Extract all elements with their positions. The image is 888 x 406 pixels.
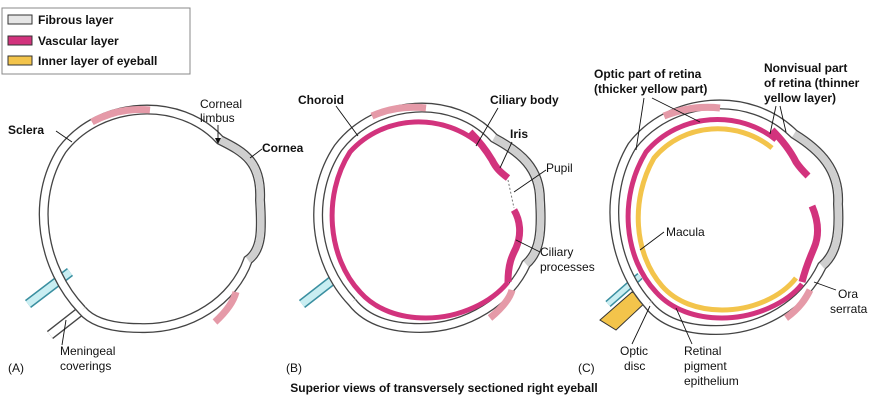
label-ora-2: serrata (830, 302, 868, 316)
label-macula: Macula (666, 225, 705, 239)
optic-retina-c (635, 126, 798, 313)
label-optic-disc-1: Optic (620, 344, 648, 358)
legend-swatch-vascular (7, 35, 33, 46)
label-rpe-2: pigment (684, 359, 727, 373)
label-sclera: Sclera (8, 123, 44, 137)
panel-letter-b: (B) (286, 361, 302, 375)
choroid-c (625, 117, 804, 321)
legend-swatch-inner (7, 55, 33, 66)
label-pupil: Pupil (546, 161, 573, 175)
legend-swatch-fibrous (7, 14, 33, 25)
legend-box (1, 7, 191, 75)
cornea-a (218, 136, 265, 263)
iris-lower-b (504, 208, 524, 283)
label-corneal-limbus-2: limbus (200, 111, 235, 125)
limbus-mark-a-top (90, 106, 151, 126)
label-meningeal-2: coverings (60, 359, 111, 373)
choroid-b (329, 119, 510, 321)
panel-letter-a: (A) (8, 361, 24, 375)
panel-c: Optic part of retina (thicker yellow par… (578, 61, 868, 388)
legend-label-fibrous: Fibrous layer (38, 13, 114, 27)
label-iris: Iris (510, 127, 528, 141)
label-cornea: Cornea (262, 141, 304, 155)
label-optic-retina-2: (thicker yellow part) (594, 82, 707, 96)
panel-a: Sclera Corneal limbus Cornea Meningeal c… (8, 97, 304, 375)
legend: Fibrous layer Vascular layer Inner layer… (1, 7, 191, 75)
label-corneal-limbus-1: Corneal (200, 97, 242, 111)
legend-label-inner: Inner layer of eyeball (38, 54, 157, 68)
label-rpe-3: epithelium (684, 374, 739, 388)
legend-label-vascular: Vascular layer (38, 34, 119, 48)
label-nonvisual-1: Nonvisual part (764, 61, 847, 75)
label-nonvisual-2: of retina (thinner (764, 76, 860, 90)
label-nonvisual-3: yellow layer) (764, 91, 836, 105)
figure-caption: Superior views of transversely sectioned… (290, 381, 597, 395)
label-ciliary-body: Ciliary body (490, 93, 559, 107)
label-choroid: Choroid (298, 93, 344, 107)
label-optic-disc-2: disc (624, 359, 645, 373)
label-rpe-1: Retinal (684, 344, 721, 358)
label-ciliary-processes-1: Ciliary (540, 245, 573, 259)
label-meningeal-1: Meningeal (60, 344, 115, 358)
panel-b: Choroid Ciliary body Iris Pupil Ciliary … (286, 93, 595, 375)
panel-letter-c: (C) (578, 361, 595, 375)
iris-upper-b (467, 129, 511, 181)
label-ora-1: Ora (838, 287, 858, 301)
label-ciliary-processes-2: processes (540, 260, 595, 274)
label-optic-retina-1: Optic part of retina (594, 67, 702, 81)
limbus-mark-a-bottom (212, 291, 240, 325)
pupil-b (507, 179, 515, 209)
